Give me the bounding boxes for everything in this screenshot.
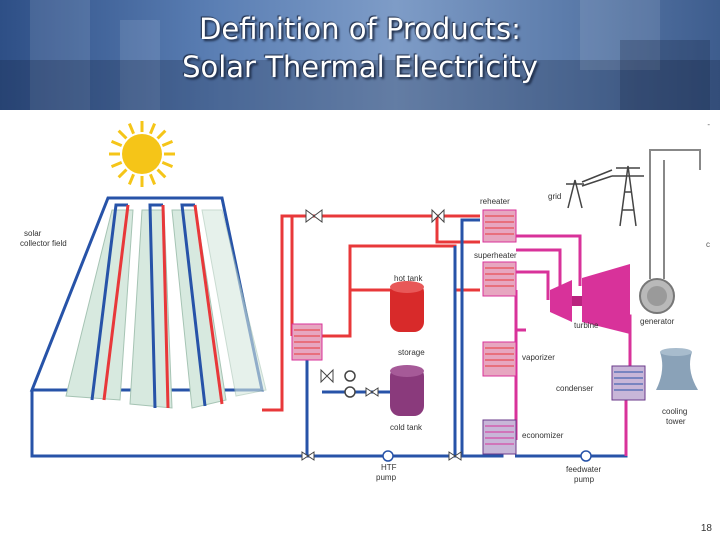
sun-ray xyxy=(158,170,166,178)
label-economizer: economizer xyxy=(522,431,564,440)
superheater-unit xyxy=(483,262,516,296)
generator-icon xyxy=(640,150,700,313)
label-cold-tank: cold tank xyxy=(390,423,423,432)
label-grid: grid xyxy=(548,192,561,201)
sun-ray xyxy=(119,170,127,178)
economizer-unit xyxy=(483,420,516,454)
sun-ray xyxy=(162,141,172,145)
label-reheater: reheater xyxy=(480,197,510,206)
cooling-tower-icon xyxy=(656,348,698,390)
heat-exchanger-storage xyxy=(292,324,322,360)
pump-icons xyxy=(345,371,591,461)
sun-ray xyxy=(158,131,166,139)
title-line-2: Solar Thermal Electricity xyxy=(0,48,720,86)
sun-ray xyxy=(112,162,122,166)
edge-mark-1: - xyxy=(707,120,710,129)
reheater-unit xyxy=(483,210,516,242)
label-turbine: turbine xyxy=(574,321,599,330)
hot-tank xyxy=(390,281,424,332)
grid-towers-icon xyxy=(566,166,644,226)
title-line-1: Definition of Products: xyxy=(0,10,720,48)
cold-tank xyxy=(390,365,424,416)
sun-ray xyxy=(119,131,127,139)
hot-htf-pipes xyxy=(262,216,480,410)
vaporizer-unit xyxy=(483,342,516,376)
sun-ray xyxy=(129,124,133,134)
slide-title: Definition of Products: Solar Thermal El… xyxy=(0,10,720,86)
label-condenser: condenser xyxy=(556,384,594,393)
edge-mark-2: c xyxy=(706,240,710,249)
label-hot-tank: hot tank xyxy=(394,274,423,283)
sun-ray xyxy=(150,124,154,134)
label-vaporizer: vaporizer xyxy=(522,353,555,362)
label-storage: storage xyxy=(398,348,425,357)
sun-ray xyxy=(162,162,172,166)
page-number: 18 xyxy=(701,523,712,534)
sun-icon xyxy=(109,121,175,187)
sun-ray xyxy=(150,174,154,184)
label-generator: generator xyxy=(640,317,675,326)
label-superheater: superheater xyxy=(474,251,517,260)
sun-ray xyxy=(129,174,133,184)
sun-ray xyxy=(112,141,122,145)
condenser-unit xyxy=(612,366,645,400)
